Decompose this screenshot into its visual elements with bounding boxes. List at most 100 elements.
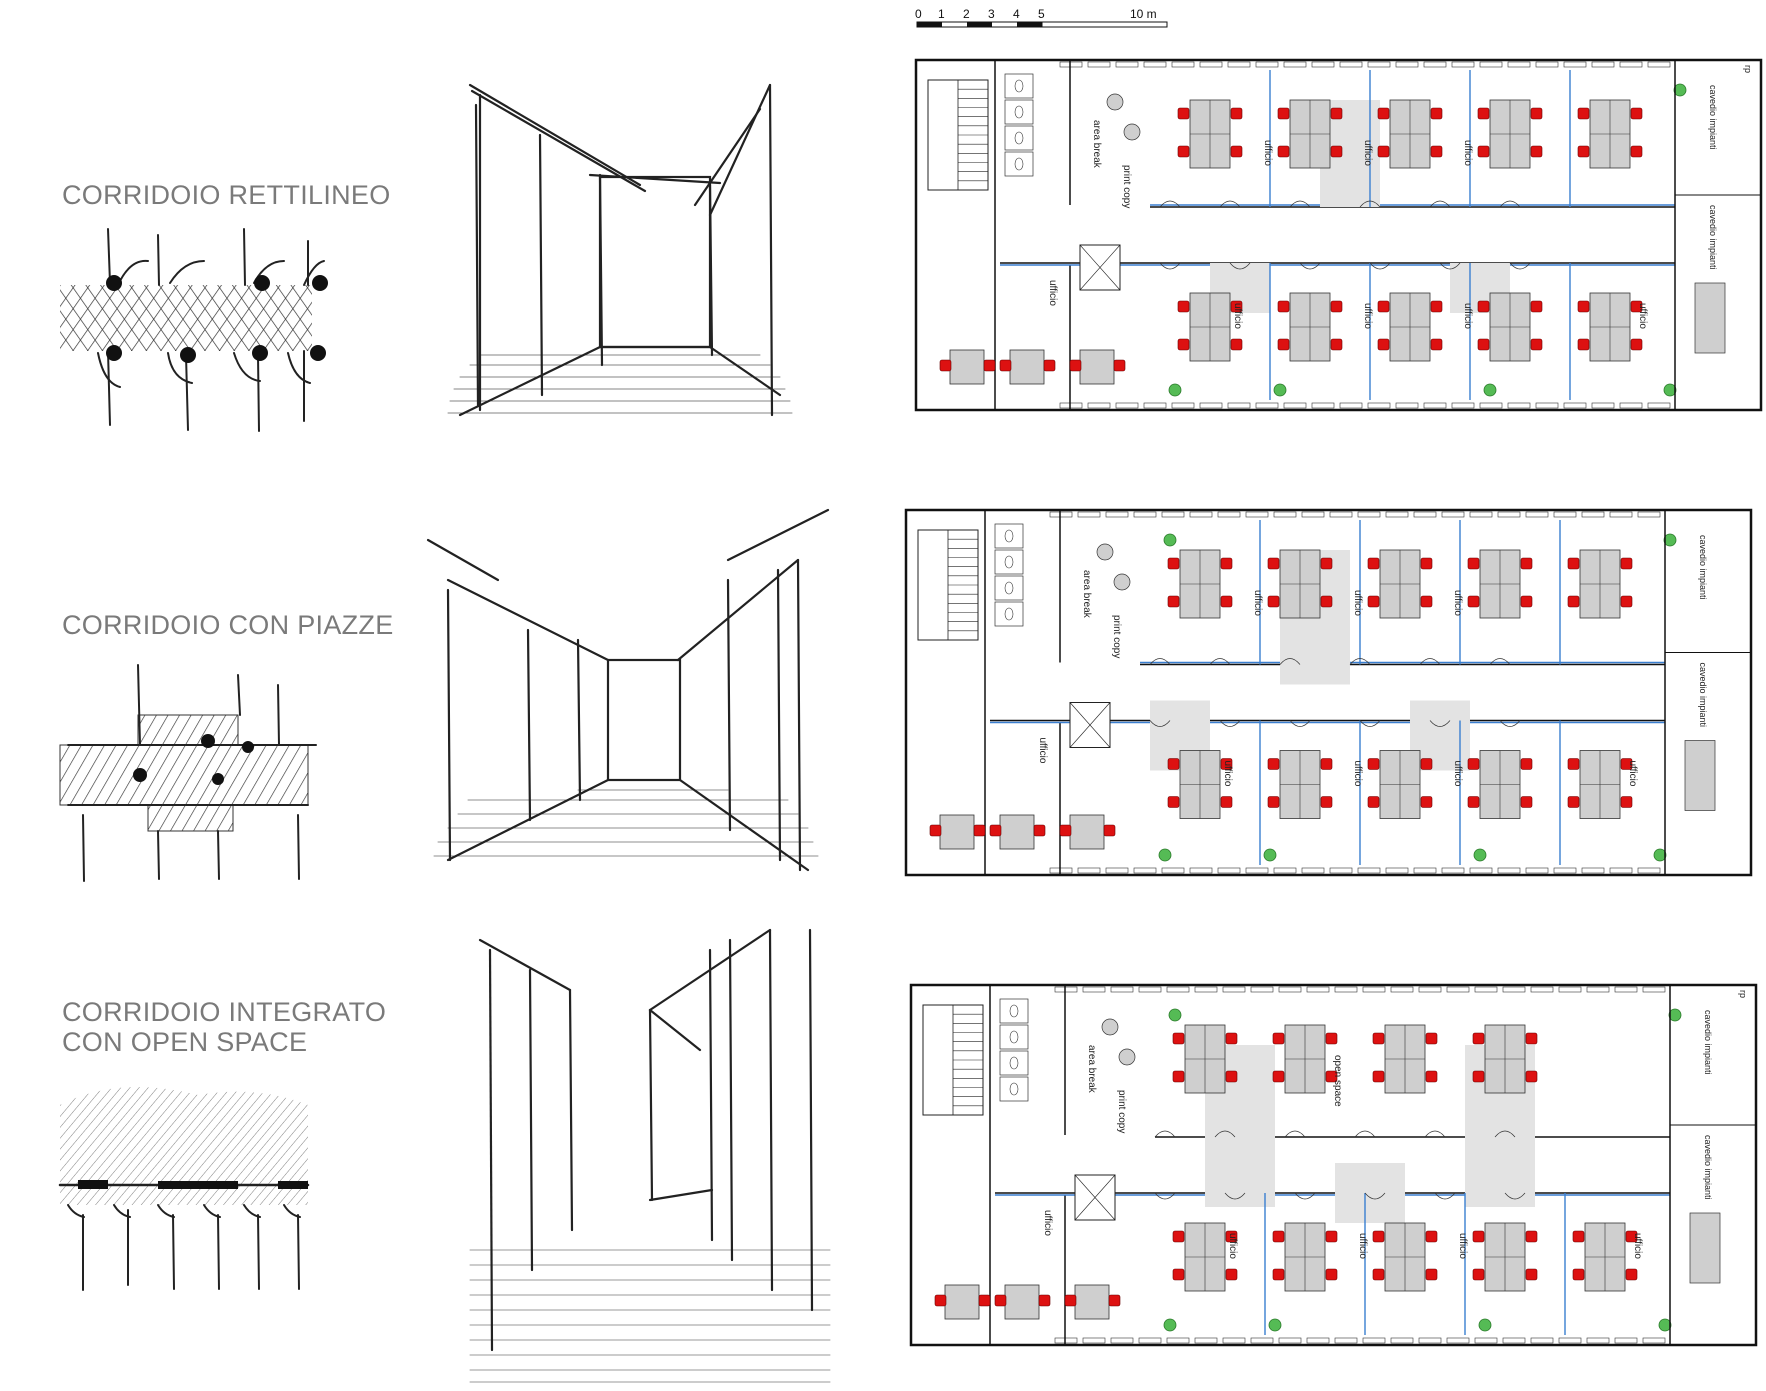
plant (1663, 533, 1677, 547)
chair (1577, 300, 1590, 313)
wc-cubicle (994, 575, 1024, 601)
wc-cubicle (1004, 99, 1034, 125)
window (1329, 511, 1353, 518)
plant (1168, 1008, 1182, 1022)
window (1535, 402, 1559, 409)
chair (1377, 338, 1390, 351)
window (1502, 986, 1526, 993)
window (1255, 61, 1279, 68)
chair (1530, 107, 1543, 120)
window (1423, 61, 1447, 68)
window (1311, 61, 1335, 68)
plant (1478, 1318, 1492, 1332)
row3-title: CORRIDOIO INTEGRATO CON OPEN SPACE (62, 997, 386, 1057)
desk-block (1079, 349, 1115, 385)
chair (1177, 145, 1190, 158)
chair (983, 359, 996, 372)
window (1474, 1337, 1498, 1344)
chair (1367, 758, 1380, 770)
label-cavedio-impianti: cavedio impianti (1698, 535, 1708, 600)
chair (1367, 557, 1380, 570)
label-ufficio: ufficio (1227, 1233, 1238, 1259)
window (1199, 61, 1223, 68)
window (1507, 61, 1531, 68)
wc-cubicle (999, 1024, 1029, 1050)
window (1609, 867, 1633, 874)
chair (1625, 1230, 1638, 1243)
window (1311, 402, 1335, 409)
desk-block (1689, 1212, 1721, 1284)
chair (1267, 595, 1280, 608)
window (1329, 867, 1353, 874)
window (1530, 1337, 1554, 1344)
outer-wall (904, 508, 1753, 877)
door-swing (1489, 658, 1511, 665)
wc-fixture (1009, 1056, 1019, 1070)
wc-cubicle (999, 1050, 1029, 1076)
door-swing (1364, 1192, 1386, 1200)
label-cavedio-impianti: cavedio impianti (1703, 1135, 1713, 1200)
window (1395, 61, 1419, 68)
chair (1530, 338, 1543, 351)
row3-perspective-sketch (469, 928, 831, 1383)
chair (1477, 107, 1490, 120)
break-table (1106, 93, 1124, 111)
lift-cross (1079, 244, 1121, 291)
label-cavedio-impianti: cavedio impianti (1703, 1010, 1713, 1075)
window (1054, 1337, 1078, 1344)
chair (1267, 796, 1280, 808)
desk-block (1694, 282, 1726, 354)
label-rp: rp (1738, 990, 1748, 998)
door-swing (1499, 200, 1521, 208)
chair (1472, 1032, 1485, 1045)
chair (1372, 1230, 1385, 1243)
wc-cubicle (994, 523, 1024, 549)
row2-title-line1: CORRIDOIO CON PIAZZE (62, 610, 394, 640)
label-ufficio: ufficio (1632, 1233, 1643, 1259)
window (1619, 61, 1643, 68)
window (1110, 1337, 1134, 1344)
row1-title: CORRIDOIO RETTILINEO (62, 180, 391, 210)
chair (1177, 300, 1190, 313)
window (1446, 986, 1470, 993)
window (1301, 867, 1325, 874)
chair (1225, 1032, 1238, 1045)
window (1502, 1337, 1526, 1344)
window (1301, 511, 1325, 518)
label-ufficio: ufficio (1362, 140, 1373, 166)
window (1637, 867, 1661, 874)
door-swing (1504, 1192, 1526, 1200)
chair (1325, 1070, 1338, 1083)
chair (1277, 145, 1290, 158)
chair (1467, 595, 1480, 608)
window (1171, 61, 1195, 68)
chair (1043, 359, 1056, 372)
window (1334, 1337, 1358, 1344)
row1-schematic-sketch (60, 228, 328, 432)
window (1474, 986, 1498, 993)
desk-block (1009, 349, 1045, 385)
window (1189, 511, 1213, 518)
chair (1038, 1294, 1051, 1307)
window (1082, 986, 1106, 993)
chair (1064, 1294, 1077, 1307)
window (1217, 511, 1241, 518)
label-ufficio: ufficio (1262, 140, 1273, 166)
chair (1372, 1032, 1385, 1045)
chair (999, 359, 1012, 372)
plant (1163, 1318, 1177, 1332)
chair (1630, 338, 1643, 351)
chair (1320, 557, 1333, 570)
window (1105, 867, 1129, 874)
window (1138, 986, 1162, 993)
chair (1367, 796, 1380, 808)
desk-block (1074, 1284, 1110, 1320)
door-swing (1419, 658, 1441, 665)
chair (1567, 796, 1580, 808)
window (1390, 986, 1414, 993)
wc-fixture (1014, 79, 1024, 93)
chair (1520, 595, 1533, 608)
door-swing (1439, 262, 1461, 270)
window (1087, 402, 1111, 409)
